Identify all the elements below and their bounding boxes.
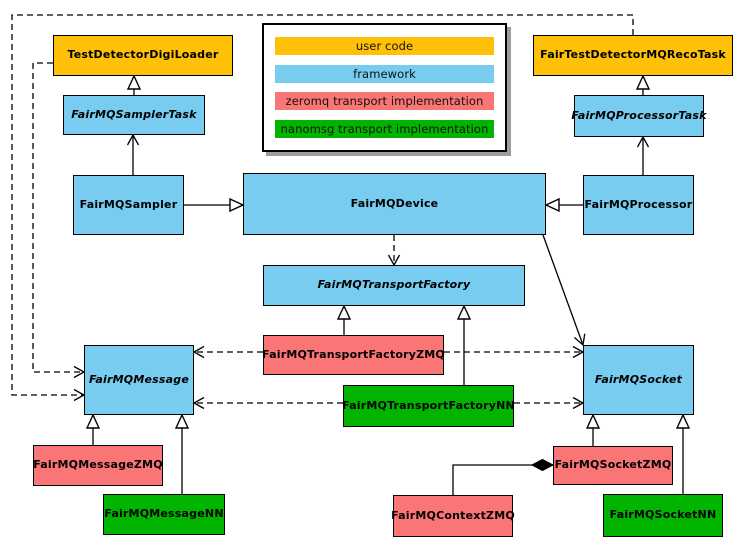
legend-item-zeromq: zeromq transport implementation [275, 92, 494, 111]
class-label-fairmq-sampler-task: FairMQSamplerTask [71, 107, 197, 121]
class-label-fairmq-message-zmq: FairMQMessageZMQ [33, 458, 163, 472]
class-box-fairmq-message: FairMQMessage [84, 345, 194, 415]
edge-association-fairmq-device-to-fairmq-socket [542, 234, 586, 347]
class-label-fairmq-socket: FairMQSocket [594, 372, 683, 386]
edge-dependency-test-detector-digi-loader-to-fairmq-message [32, 62, 86, 379]
class-label-fairmq-processor: FairMQProcessor [584, 197, 693, 211]
class-label-test-detector-digi-loader: TestDetectorDigiLoader [67, 48, 219, 62]
class-box-fairmq-device: FairMQDevice [243, 173, 546, 235]
class-label-fairmq-message: FairMQMessage [88, 372, 190, 386]
edge-dependency-fair-test-detector-mq-reco-task-to-fairmq-message [11, 14, 634, 402]
class-label-fairmq-device: FairMQDevice [350, 196, 439, 210]
class-box-fairmq-transport-factory-nn: FairMQTransportFactoryNN [342, 385, 515, 427]
class-box-fairmq-processor: FairMQProcessor [583, 175, 694, 235]
class-label-fairmq-transport-factory-zmq: FairMQTransportFactoryZMQ [262, 347, 445, 361]
legend-item-nanomsg: nanomsg transport implementation [275, 119, 494, 138]
class-box-fairmq-transport-factory-zmq: FairMQTransportFactoryZMQ [262, 335, 445, 375]
class-box-fairmq-socket: FairMQSocket [583, 345, 694, 415]
class-box-fairmq-message-nn: FairMQMessageNN [103, 494, 225, 535]
edge-composition-fairmq-context-zmq-to-fairmq-socket-zmq [452, 458, 555, 495]
class-label-fairmq-socket-zmq: FairMQSocketZMQ [554, 458, 672, 472]
class-box-fairmq-transport-factory: FairMQTransportFactory [263, 265, 525, 306]
class-label-fairmq-sampler: FairMQSampler [79, 197, 178, 211]
class-label-fairmq-socket-nn: FairMQSocketNN [609, 508, 717, 522]
class-label-fair-test-detector-mq-reco-task: FairTestDetectorMQRecoTask [540, 48, 726, 62]
class-label-fairmq-transport-factory-nn: FairMQTransportFactoryNN [342, 398, 515, 412]
legend-item-user: user code [275, 37, 494, 55]
legend-box: user code framework zeromq transport imple… [262, 23, 507, 152]
class-label-fairmq-transport-factory: FairMQTransportFactory [317, 278, 471, 292]
class-box-fair-test-detector-mq-reco-task: FairTestDetectorMQRecoTask [533, 35, 733, 76]
class-box-fairmq-message-zmq: FairMQMessageZMQ [33, 445, 163, 486]
class-box-fairmq-sampler: FairMQSampler [73, 175, 184, 235]
class-box-fairmq-sampler-task: FairMQSamplerTask [63, 95, 205, 135]
class-label-fairmq-processor-task: FairMQProcessorTask [571, 108, 707, 122]
class-box-fairmq-socket-zmq: FairMQSocketZMQ [553, 446, 673, 485]
class-box-fairmq-processor-task: FairMQProcessorTask [571, 95, 707, 137]
class-label-fairmq-context-zmq: FairMQContextZMQ [391, 508, 515, 522]
class-box-fairmq-context-zmq: FairMQContextZMQ [391, 495, 515, 537]
class-box-test-detector-digi-loader: TestDetectorDigiLoader [53, 35, 233, 76]
class-box-fairmq-socket-nn: FairMQSocketNN [603, 494, 723, 537]
legend-item-framework: framework [275, 64, 494, 83]
class-label-fairmq-message-nn: FairMQMessageNN [104, 507, 224, 521]
